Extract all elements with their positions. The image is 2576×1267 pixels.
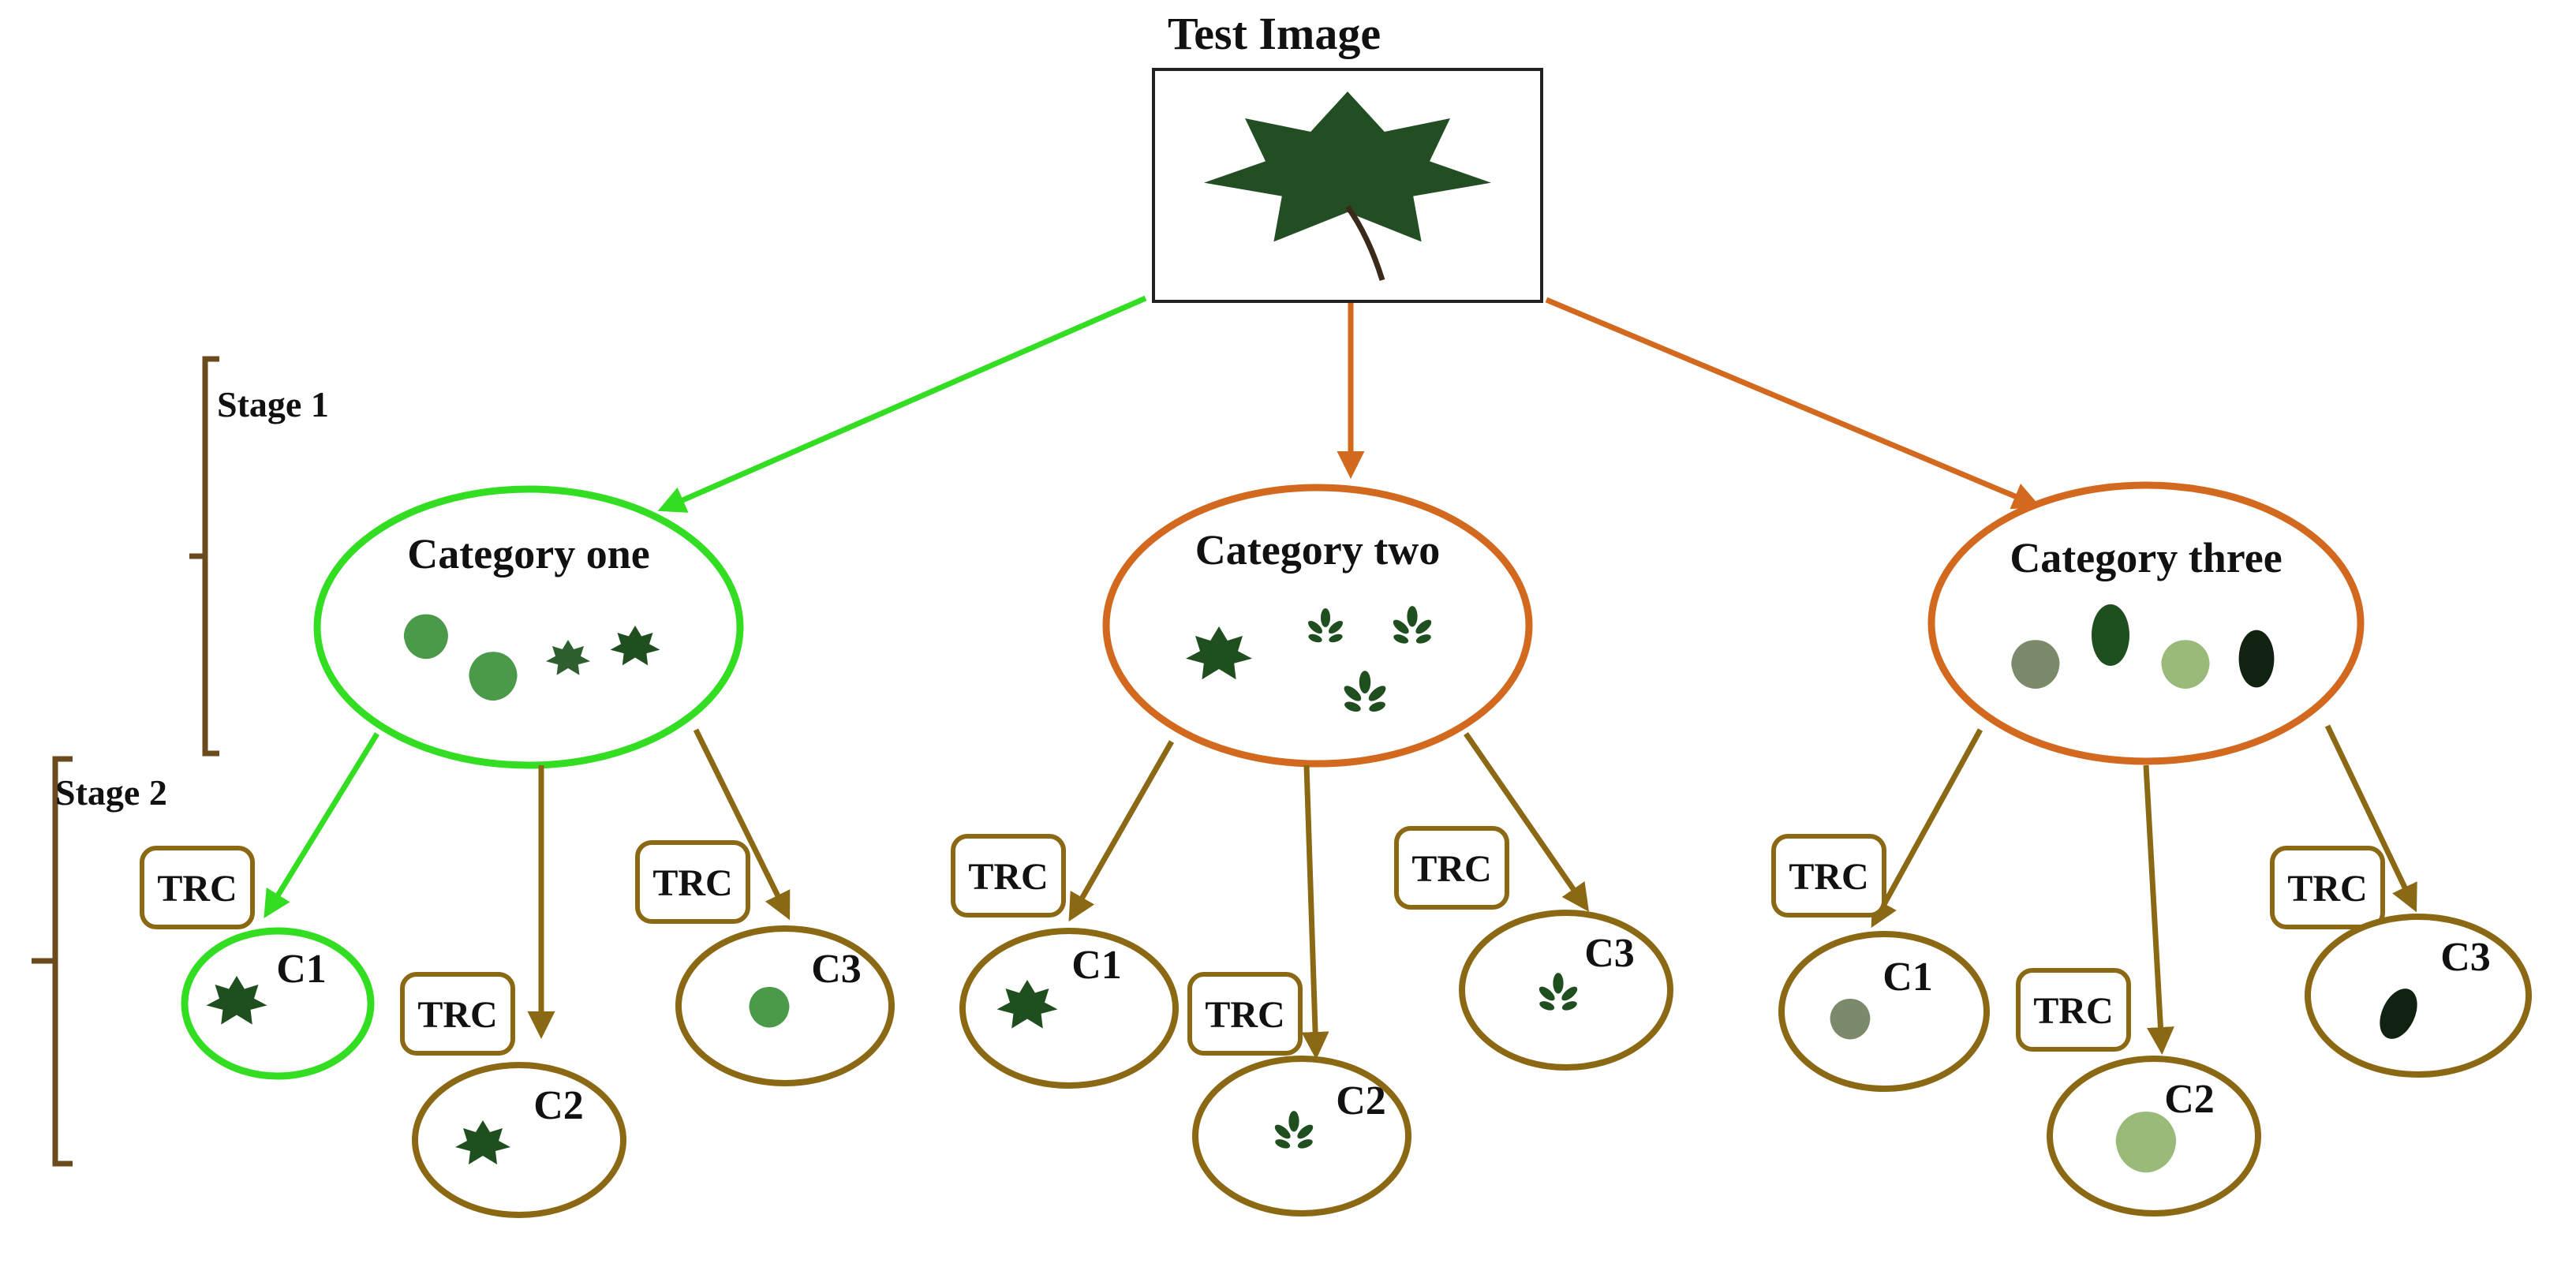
arrow-cat3-c3 — [2324, 724, 2417, 913]
trc-box: TRC — [1187, 972, 1303, 1056]
stage2-bracket — [32, 756, 73, 1167]
svg-text:C3: C3 — [811, 947, 862, 992]
cat2-c1-node: C1 — [959, 928, 1179, 1089]
trc-box: TRC — [2270, 846, 2385, 929]
category-one-label: Category one — [407, 530, 649, 577]
category-three-label: Category three — [2010, 534, 2282, 581]
svg-text:TRC: TRC — [2287, 868, 2367, 910]
cat1-c1-node: C1 — [181, 927, 375, 1080]
svg-text:C2: C2 — [2164, 1077, 2215, 1122]
svg-text:C1: C1 — [276, 947, 327, 992]
svg-text:C1: C1 — [1882, 955, 1933, 1000]
arrow-cat2-c3 — [1464, 732, 1589, 912]
svg-text:TRC: TRC — [417, 994, 497, 1036]
arrow-to-category-three — [1545, 297, 2041, 510]
trc-box: TRC — [140, 846, 255, 929]
test-leaf-stem — [1345, 204, 1385, 282]
trc-box: TRC — [400, 972, 515, 1056]
stage2-label: Stage 2 — [55, 772, 167, 813]
cat3-c3-node: C3 — [2305, 914, 2532, 1078]
arrow-to-category-one — [657, 295, 1147, 513]
trc-box: TRC — [1394, 826, 1509, 910]
arrow-cat3-c1 — [1871, 728, 1983, 929]
svg-text:TRC: TRC — [652, 862, 732, 904]
arrow-cat2-c1 — [1068, 740, 1175, 922]
category-three-ellipse — [1927, 481, 2365, 765]
category-two-label: Category two — [1195, 526, 1440, 574]
trc-box: TRC — [1771, 834, 1886, 918]
stage1-label: Stage 1 — [217, 384, 329, 424]
cat3-c2-node: C2 — [2047, 1056, 2261, 1217]
cat2-c3-node: C3 — [1459, 910, 1673, 1071]
stage1-bracket — [189, 356, 219, 757]
arrow-cat1-c3 — [693, 728, 791, 921]
cat1-c3-node: C3 — [675, 925, 895, 1086]
svg-text:C2: C2 — [533, 1083, 584, 1128]
test-image-title: Test Image — [1168, 8, 1381, 59]
svg-text:TRC: TRC — [968, 856, 1048, 898]
svg-text:C3: C3 — [1584, 931, 1635, 976]
trc-box: TRC — [2016, 968, 2131, 1052]
cat1-c2-node: C2 — [412, 1062, 626, 1218]
svg-text:TRC: TRC — [1411, 848, 1491, 890]
arrow-cat2-c2 — [1301, 764, 1329, 1060]
cat2-c2-node: C2 — [1192, 1056, 1411, 1217]
svg-text:C2: C2 — [1336, 1078, 1386, 1123]
svg-text:C3: C3 — [2440, 935, 2491, 980]
svg-text:TRC: TRC — [1205, 994, 1284, 1036]
svg-text:TRC: TRC — [2033, 990, 2113, 1032]
svg-text:TRC: TRC — [157, 868, 237, 910]
arrow-cat3-c2 — [2143, 764, 2174, 1055]
svg-text:C1: C1 — [1071, 943, 1122, 988]
trc-box: TRC — [635, 840, 750, 924]
cat3-c1-node: C1 — [1778, 931, 1990, 1092]
category-one-ellipse — [313, 485, 744, 769]
arrow-cat1-c1 — [264, 732, 379, 918]
svg-text:TRC: TRC — [1789, 856, 1868, 898]
trc-box: TRC — [951, 834, 1066, 918]
